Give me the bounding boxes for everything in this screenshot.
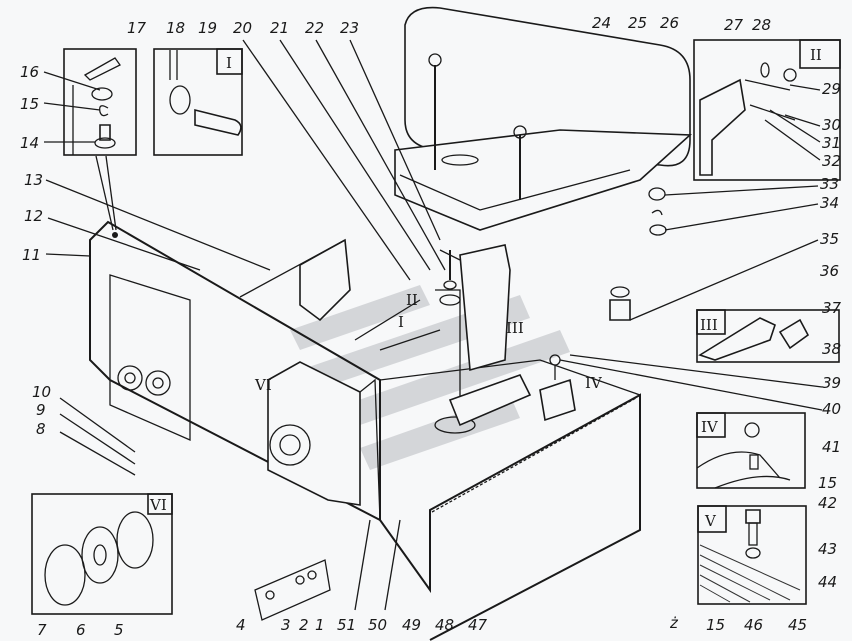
detail-box-I [153,48,243,156]
callout-IV: IV [585,374,603,392]
view-label-I: I [226,54,232,72]
label-45: 45 [788,616,807,634]
label-39: 39 [822,374,841,392]
label-18: 18 [166,19,185,37]
small-parts-1-4 [254,559,331,621]
label-19: 19 [198,19,217,37]
label-2: 2 [299,616,309,634]
label-31: 31 [822,134,841,152]
label-34: 34 [820,194,839,212]
label-41: 41 [822,438,841,456]
label-13: 13 [24,171,43,189]
seat [394,6,692,231]
label-7: 7 [37,621,47,639]
leader-lines [43,39,823,611]
label-22: 22 [305,19,324,37]
seat-base-box [267,359,641,641]
label-44: 44 [818,573,837,591]
detail-view-labels: I II III IV V VI VI II I III IV [149,46,822,530]
label-12: 12 [24,207,43,225]
label-43: 43 [818,540,837,558]
callout-II: II [406,291,418,309]
detail-box-VI [31,493,173,615]
view-label-III: III [700,316,718,334]
label-32: 32 [822,152,841,170]
label-29: 29 [822,80,841,98]
view-label-VI: VI [149,496,167,514]
detail-box-II [693,39,841,181]
label-24: 24 [592,14,611,32]
label-30: 30 [822,116,841,134]
label-47: 47 [468,616,488,634]
callout-III: III [506,319,524,337]
label-9: 9 [36,401,46,419]
view-label-V: V [704,512,717,530]
label-33: 33 [820,175,839,193]
label-28: 28 [752,16,771,34]
label-21: 21 [270,19,289,37]
seat-column [354,244,576,434]
callout-VI: VI [254,376,272,394]
callout-I: I [398,313,404,331]
part-number-labels: 1 2 3 4 5 6 7 8 9 10 11 12 13 14 15 16 1… [20,14,842,639]
label-49: 49 [402,616,421,634]
detail-box-IV [696,412,806,489]
label-42: 42 [818,494,837,512]
label-11: 11 [22,246,41,264]
label-46: 46 [744,616,763,634]
label-6: 6 [76,621,86,639]
label-38: 38 [822,340,841,358]
label-10: 10 [32,383,51,401]
label-14: 14 [20,134,39,152]
view-label-IV: IV [701,418,719,436]
label-51: 51 [337,616,356,634]
detail-box-III [696,309,840,363]
detail-box-14-16 [63,48,137,156]
label-20: 20 [233,19,252,37]
label-15: 15 [20,95,39,113]
label-48: 48 [435,616,454,634]
label-35: 35 [820,230,839,248]
label-37: 37 [822,299,842,317]
label-27: 27 [724,16,744,34]
label-3: 3 [281,616,291,634]
label-17: 17 [127,19,147,37]
label-50: 50 [368,616,387,634]
label-1: 1 [315,616,325,634]
label-25: 25 [628,14,647,32]
seat-mount-parts [439,187,667,321]
label-16: 16 [20,63,39,81]
view-label-II: II [810,46,822,64]
label-4: 4 [236,616,246,634]
label-23: 23 [340,19,359,37]
label-15-box-v: 15 [706,616,725,634]
label-36: 36 [820,262,839,280]
label-5: 5 [114,621,124,639]
corner-mark: ż [669,614,679,632]
label-26: 26 [660,14,679,32]
detail-box-V [697,505,807,605]
label-40: 40 [822,400,841,418]
label-8: 8 [36,420,46,438]
bracket-plate [299,238,351,322]
label-15-box-iv: 15 [818,474,837,492]
